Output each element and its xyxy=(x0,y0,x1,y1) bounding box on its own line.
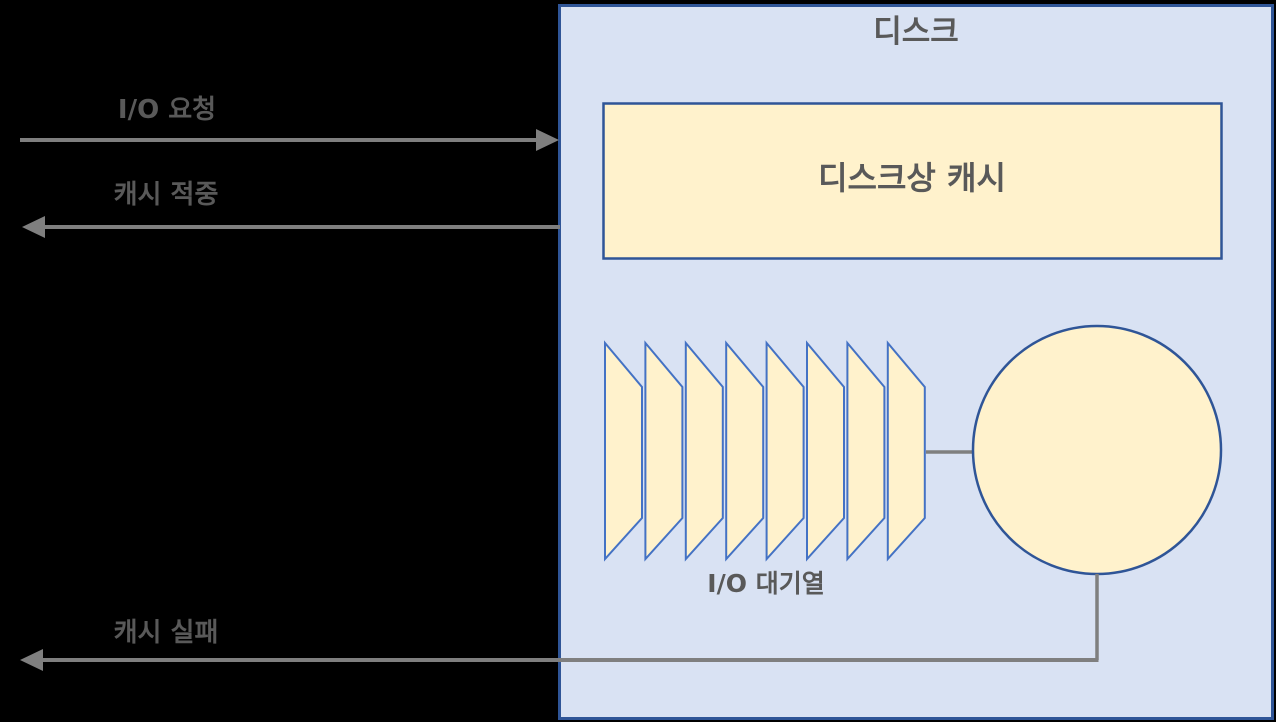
cache-hit-label: 캐시 적중 xyxy=(113,180,219,210)
io-queue-card xyxy=(604,340,643,562)
io-queue-card xyxy=(846,340,886,562)
cache-miss-arrow xyxy=(20,649,1099,671)
io-request-arrowhead xyxy=(536,129,559,151)
io-queue-card xyxy=(684,340,724,562)
cache-hit-arrow xyxy=(22,216,560,238)
on-disk-cache-box xyxy=(602,102,1223,260)
io-queue-card xyxy=(886,340,926,562)
io-queue-card xyxy=(725,340,765,562)
cache-miss-arrowhead xyxy=(20,649,43,671)
on-disk-cache-label: 디스크상 캐시 xyxy=(818,159,1006,197)
io-queue xyxy=(604,340,926,562)
io-queue-card xyxy=(644,340,684,562)
disk-box-title: 디스크 xyxy=(873,14,959,50)
io-queue-card xyxy=(806,340,845,562)
cache-miss-label: 캐시 실패 xyxy=(113,618,219,648)
io-queue-card xyxy=(765,340,805,562)
io-request-arrow xyxy=(20,129,559,151)
io-queue-label: I/O 대기열 xyxy=(707,569,825,598)
io-request-label: I/O 요청 xyxy=(117,95,217,125)
disk-platter-circle xyxy=(971,324,1223,576)
cache-hit-arrowhead xyxy=(22,216,45,238)
